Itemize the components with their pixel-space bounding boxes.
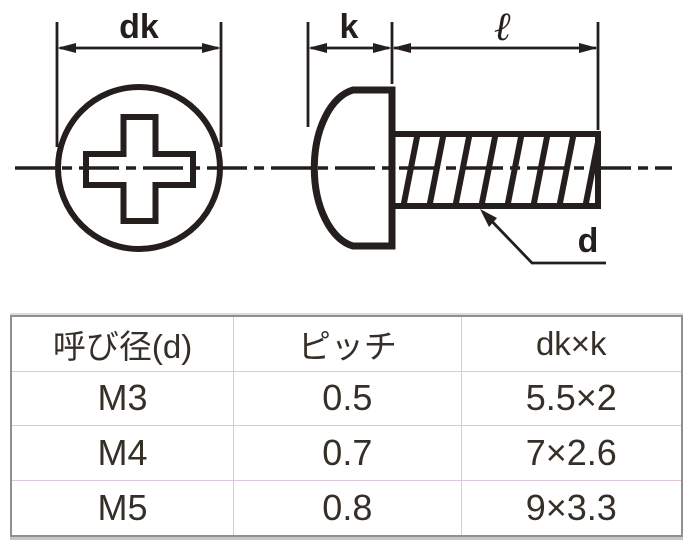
dk-arrowhead-left — [57, 43, 76, 53]
d-label: d — [578, 222, 599, 260]
d-leader-line — [481, 211, 606, 265]
table-cell-pitch-m4: 0.7 — [234, 426, 462, 481]
length-arrowhead-right — [579, 43, 598, 53]
k-arrowhead-left — [308, 43, 327, 53]
screw-head-top-view — [55, 84, 223, 252]
table-cell-size-m3: M3 — [12, 371, 235, 426]
screw-shank — [389, 131, 601, 209]
thread-hatching — [400, 136, 596, 204]
dk-label: dk — [119, 8, 159, 46]
table-header-nominal-diameter: 呼び径(d) — [12, 317, 235, 372]
table-cell-dkxk-m4: 7×2.6 — [461, 426, 681, 481]
table-cell-dkxk-m3: 5.5×2 — [461, 372, 681, 426]
length-label: ℓ — [494, 3, 511, 50]
k-arrowhead-right — [373, 43, 392, 53]
screw-dimension-diagram: dk k ℓ d — [15, 3, 672, 265]
screw-spec-table: 呼び径(d) ピッチ dk×k M3 0.5 5.5×2 M4 0.7 7×2.… — [10, 315, 683, 537]
phillips-cross-recess — [83, 114, 196, 224]
table-header-dk-x-k: dk×k — [461, 317, 681, 372]
k-label: k — [340, 8, 359, 46]
d-leader-arrowhead — [480, 209, 497, 227]
table-cell-size-m4: M4 — [12, 426, 235, 481]
table-cell-pitch-m3: 0.5 — [234, 371, 462, 426]
table-cell-pitch-m5: 0.8 — [234, 480, 462, 535]
table-cell-size-m5: M5 — [12, 480, 235, 535]
table-cell-dkxk-m5: 9×3.3 — [525, 486, 617, 528]
table-header-pitch: ピッチ — [234, 317, 462, 372]
length-arrowhead-left — [392, 43, 411, 53]
dk-arrowhead-right — [202, 43, 221, 53]
screw-head-side-view — [310, 86, 396, 250]
